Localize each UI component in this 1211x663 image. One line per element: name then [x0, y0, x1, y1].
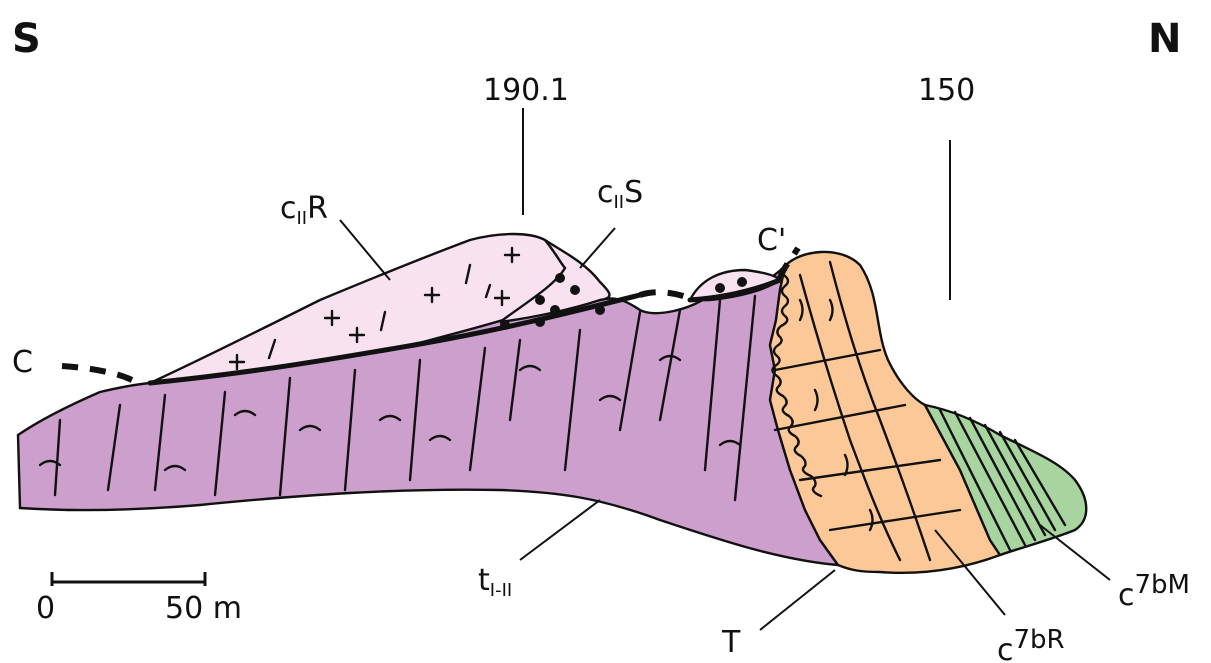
unit-c7bM-label: c7bM: [1118, 570, 1190, 613]
section-end-label: C': [757, 223, 786, 258]
unit-tI-II-label: tI-II: [478, 563, 512, 601]
cIIS-leader: [580, 228, 615, 268]
direction-north: N: [1148, 16, 1181, 62]
scale-end-label: 50 m: [165, 591, 242, 626]
T-leader: [760, 570, 835, 630]
elevation-190: 190.1: [483, 73, 569, 108]
scale-zero-label: 0: [36, 591, 55, 626]
cIIR-leader: [340, 220, 390, 280]
scale-bar: [52, 572, 205, 586]
section-line-dash-mid: [640, 292, 690, 298]
c7bM-leader: [1040, 525, 1110, 580]
unit-cIIS-label: cIIS: [597, 175, 643, 213]
tI-II-leader: [520, 500, 600, 560]
unit-cIIR-label: cIIR: [280, 191, 328, 229]
direction-south: S: [12, 16, 41, 62]
unit-c7bR-label: c7bR: [997, 625, 1065, 663]
fault-label: T: [721, 625, 741, 660]
elevation-150: 150: [918, 73, 975, 108]
section-line-dash-left: [62, 366, 132, 380]
section-start-label: C: [12, 345, 33, 380]
